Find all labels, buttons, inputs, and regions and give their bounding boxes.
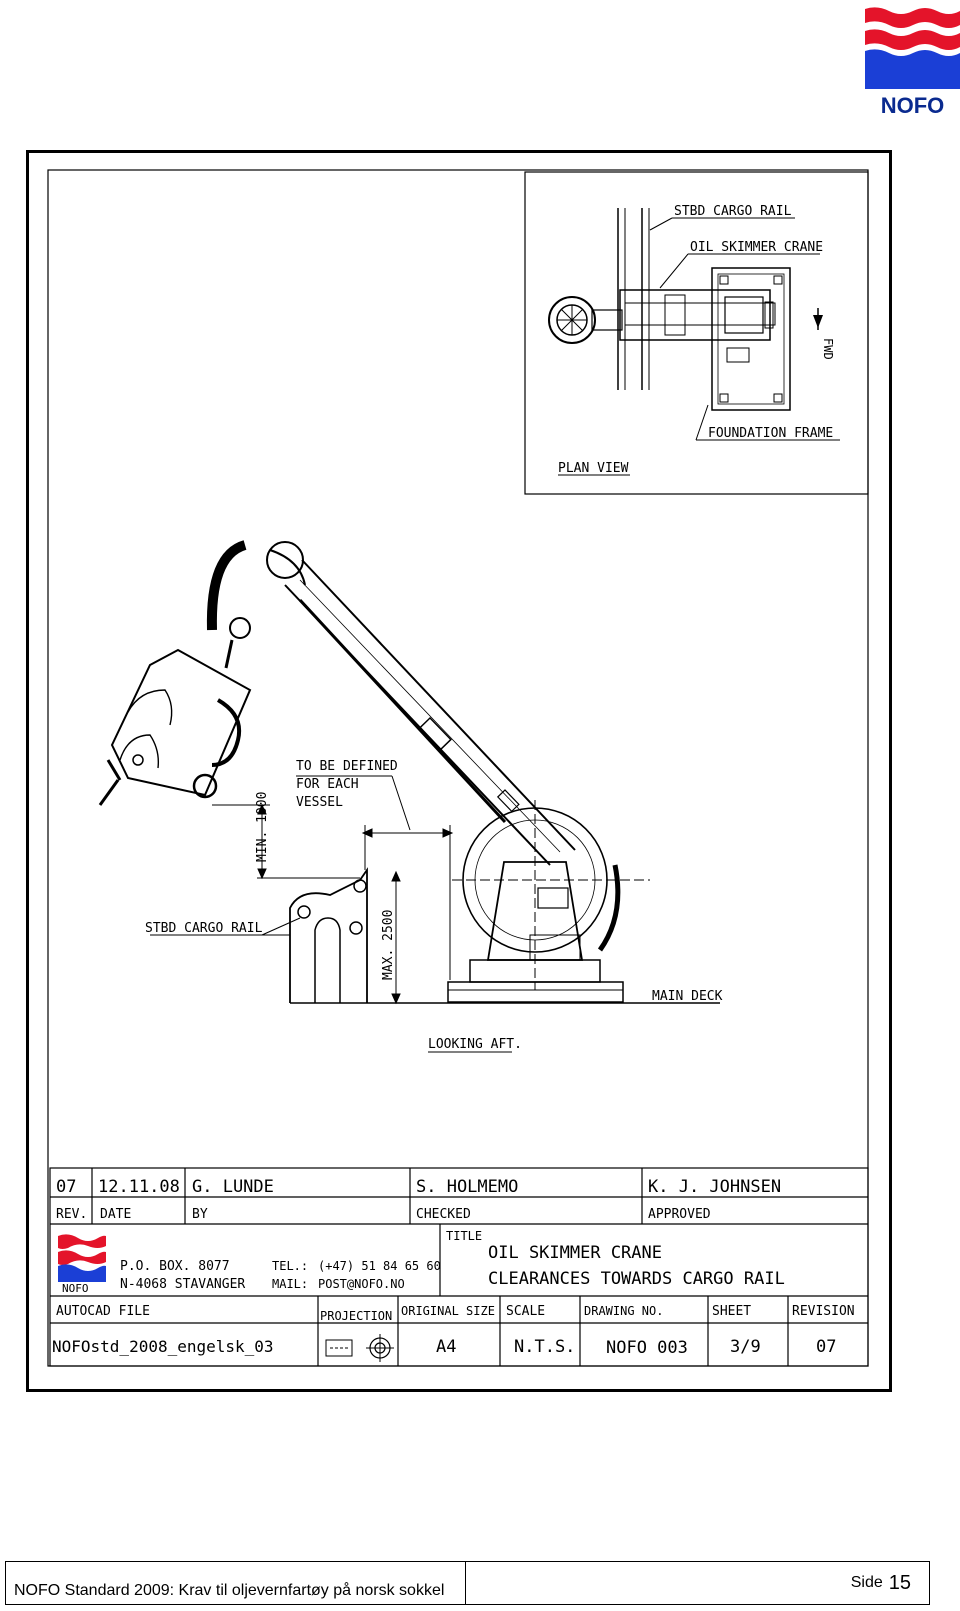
note-line-3: VESSEL (296, 795, 343, 810)
fwd-label: FWD (821, 338, 835, 360)
approved-header: APPROVED (648, 1207, 711, 1222)
drawing-no-value: NOFO 003 (606, 1338, 688, 1358)
approved-value: K. J. JOHNSEN (648, 1177, 781, 1197)
by-value: G. LUNDE (192, 1177, 274, 1197)
plan-callout-skimmer-crane: OIL SKIMMER CRANE (690, 240, 823, 255)
footer-page-number: 15 (888, 1571, 911, 1594)
scale-value: N.T.S. (514, 1337, 575, 1357)
stbd-cargo-rail-label: STBD CARGO RAIL (145, 921, 263, 936)
revision-header: REVISION (792, 1304, 855, 1319)
company-po-box: P.O. BOX. 8077 (120, 1259, 230, 1274)
nofo-logo: NOFO (865, 5, 960, 118)
dim-max-label: MAX. 2500 (381, 910, 396, 980)
note-line-1: TO BE DEFINED (296, 759, 398, 774)
rev-value: 07 (56, 1177, 76, 1197)
drawing-sheet (26, 150, 892, 1392)
plan-callout-foundation-frame: FOUNDATION FRAME (708, 426, 833, 441)
title-label: TITLE (446, 1229, 482, 1243)
technical-drawing: FWD STBD CARGO RAIL OIL SKIMMER CRANE FO… (47, 169, 869, 1367)
autocad-file-value: NOFOstd_2008_engelsk_03 (52, 1337, 274, 1356)
note-line-2: FOR EACH (296, 777, 359, 792)
mail-value: POST@NOFO.NO (318, 1277, 405, 1291)
nofo-wave-icon (865, 7, 960, 89)
page-footer: NOFO Standard 2009: Krav til oljevernfar… (5, 1561, 930, 1605)
date-value: 12.11.08 (98, 1177, 180, 1197)
title-block-logo (58, 1234, 106, 1282)
mail-label: MAIL: (272, 1277, 308, 1291)
projection-header: PROJECTION (320, 1309, 392, 1323)
footer-page: Side 15 (466, 1562, 929, 1604)
company-city: N-4068 STAVANGER (120, 1277, 245, 1292)
footer-side-label: Side (850, 1574, 883, 1591)
main-deck-label: MAIN DECK (652, 989, 723, 1004)
plan-view: FWD STBD CARGO RAIL OIL SKIMMER CRANE FO… (524, 171, 869, 495)
logo-wordmark: NOFO (880, 93, 945, 118)
sheet-header: SHEET (712, 1304, 751, 1319)
drawing-title-line-2: CLEARANCES TOWARDS CARGO RAIL (488, 1269, 785, 1289)
original-size-value: A4 (436, 1337, 456, 1357)
autocad-header: AUTOCAD FILE (56, 1304, 150, 1319)
title-block (49, 1167, 869, 1367)
drawing-no-header: DRAWING NO. (584, 1304, 663, 1318)
footer-document-title: NOFO Standard 2009: Krav til oljevernfar… (6, 1562, 466, 1604)
sheet-value: 3/9 (730, 1337, 761, 1357)
tel-label: TEL.: (272, 1259, 308, 1273)
scale-header: SCALE (506, 1304, 545, 1319)
elevation-view (98, 540, 720, 1005)
title-block-logo-text: NOFO (62, 1282, 89, 1295)
looking-aft-caption: LOOKING AFT. (428, 1037, 522, 1052)
plan-callout-stbd-rail: STBD CARGO RAIL (674, 204, 792, 219)
revision-value: 07 (816, 1337, 836, 1357)
original-size-header: ORIGINAL SIZE (401, 1304, 495, 1318)
checked-header: CHECKED (416, 1207, 471, 1222)
by-header: BY (192, 1207, 208, 1222)
rev-header: REV. (56, 1207, 87, 1222)
plan-view-caption: PLAN VIEW (558, 461, 629, 476)
date-header: DATE (100, 1207, 131, 1222)
tel-value: (+47) 51 84 65 60 (318, 1259, 441, 1273)
dim-min-label: MIN. 1000 (255, 792, 270, 862)
checked-value: S. HOLMEMO (416, 1177, 518, 1197)
drawing-title-line-1: OIL SKIMMER CRANE (488, 1243, 662, 1263)
